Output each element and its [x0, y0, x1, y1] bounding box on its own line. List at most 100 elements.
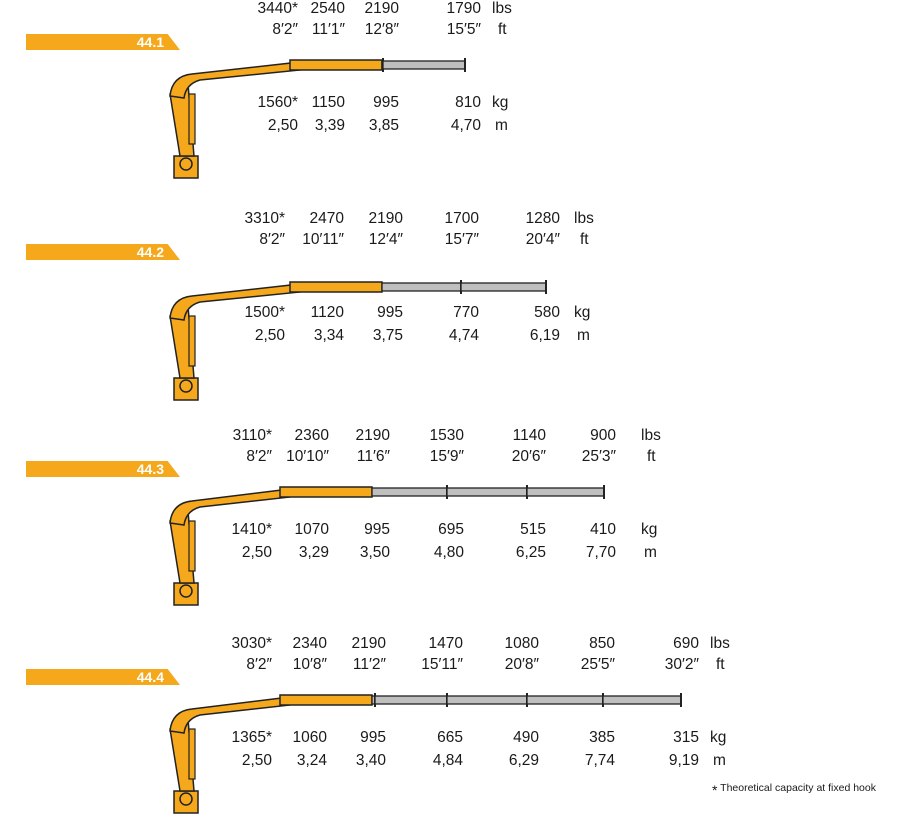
value-lbs: 2340 — [292, 635, 327, 652]
value-m: 2,50 — [254, 327, 285, 344]
value-lbs: 1140 — [512, 427, 546, 444]
value-ft: 10′8″ — [292, 656, 327, 673]
crane-illustration — [169, 485, 605, 606]
value-m: 3,75 — [372, 327, 403, 344]
value-kg: 995 — [360, 729, 386, 746]
unit-m: m — [577, 327, 590, 344]
unit-lbs: lbs — [641, 427, 661, 444]
value-ft: 8′2″ — [259, 231, 285, 248]
value-ft: 10′11″ — [302, 231, 344, 248]
outer-boom — [279, 486, 373, 498]
value-m: 2,50 — [267, 117, 298, 134]
crane-illustration — [169, 693, 682, 814]
boom-extension — [371, 487, 448, 497]
unit-lbs: lbs — [574, 210, 594, 227]
unit-ft: ft — [498, 21, 507, 38]
value-kg: 385 — [589, 729, 615, 746]
unit-ft: ft — [716, 656, 725, 673]
value-ft: 15′5″ — [446, 21, 481, 38]
model-name: 44.4 — [136, 669, 164, 685]
value-lbs: 2360 — [294, 427, 329, 444]
slew-ring — [179, 584, 193, 598]
model-tag: 44.3 — [26, 461, 180, 477]
value-ft: 11′2″ — [352, 656, 386, 673]
value-kg: 665 — [437, 729, 463, 746]
unit-kg: kg — [492, 94, 509, 111]
value-ft: 8′2″ — [272, 21, 298, 38]
footnote-text: Theoretical capacity at fixed hook — [720, 782, 876, 794]
value-kg: 410 — [590, 521, 616, 538]
value-m: 3,29 — [298, 544, 329, 561]
boom-extension — [381, 282, 462, 292]
value-m: 9,19 — [668, 752, 699, 769]
value-kg: 995 — [373, 94, 399, 111]
value-m: 3,24 — [296, 752, 327, 769]
unit-m: m — [713, 752, 726, 769]
value-ft: 25′5″ — [580, 656, 615, 673]
unit-lbs: lbs — [710, 635, 730, 652]
value-lbs: 3110* — [232, 427, 272, 444]
boom-extension — [460, 282, 547, 292]
value-ft: 25′3″ — [581, 448, 616, 465]
boom-extension — [374, 695, 448, 705]
value-ft: 11′6″ — [356, 448, 390, 465]
value-kg: 1060 — [292, 729, 327, 746]
value-kg: 995 — [364, 521, 390, 538]
value-m: 4,74 — [448, 327, 479, 344]
outer-boom — [279, 694, 373, 706]
main-boom — [169, 61, 301, 99]
value-ft: 20′8″ — [504, 656, 539, 673]
value-m: 7,74 — [584, 752, 615, 769]
value-lbs: 1080 — [504, 635, 539, 652]
value-lbs: 900 — [590, 427, 616, 444]
value-kg: 1070 — [294, 521, 329, 538]
model-name: 44.2 — [136, 244, 164, 260]
value-lbs: 1280 — [525, 210, 560, 227]
value-ft: 10′10″ — [286, 448, 329, 465]
value-ft: 12′8″ — [364, 21, 399, 38]
value-m: 3,39 — [314, 117, 345, 134]
value-m: 6,25 — [515, 544, 546, 561]
value-lbs: 1530 — [429, 427, 464, 444]
value-kg: 515 — [520, 521, 546, 538]
value-kg: 1120 — [310, 304, 344, 321]
value-kg: 995 — [377, 304, 403, 321]
model-name: 44.3 — [136, 461, 164, 477]
value-kg: 695 — [438, 521, 464, 538]
model-name: 44.1 — [136, 34, 164, 50]
value-lbs: 2470 — [309, 210, 344, 227]
boom-extension — [446, 487, 528, 497]
value-lbs: 2190 — [368, 210, 403, 227]
value-ft: 11′1″ — [311, 21, 345, 38]
value-kg: 810 — [455, 94, 481, 111]
value-kg: 490 — [513, 729, 539, 746]
value-m: 6,29 — [508, 752, 539, 769]
value-lbs: 2190 — [355, 427, 390, 444]
value-lbs: 690 — [673, 635, 699, 652]
value-lbs: 1790 — [446, 0, 481, 17]
value-kg: 1150 — [311, 94, 345, 111]
outer-boom — [289, 281, 383, 293]
value-lbs: 2540 — [310, 0, 345, 17]
model-tag: 44.2 — [26, 244, 180, 260]
unit-kg: kg — [574, 304, 591, 321]
value-m: 7,70 — [585, 544, 616, 561]
boom-extension — [446, 695, 528, 705]
lift-cylinder — [188, 520, 196, 572]
main-boom — [169, 283, 301, 321]
unit-m: m — [495, 117, 508, 134]
model-tag: 44.1 — [26, 34, 180, 50]
unit-ft: ft — [580, 231, 589, 248]
value-ft: 15′11″ — [421, 656, 463, 673]
model-tag: 44.4 — [26, 669, 180, 685]
value-lbs: 2190 — [351, 635, 386, 652]
lift-cylinder — [188, 93, 196, 145]
value-m: 4,70 — [450, 117, 481, 134]
footnote-star: * — [711, 782, 718, 798]
value-lbs: 1700 — [444, 210, 479, 227]
footnote: * Theoretical capacity at fixed hook — [712, 782, 876, 798]
